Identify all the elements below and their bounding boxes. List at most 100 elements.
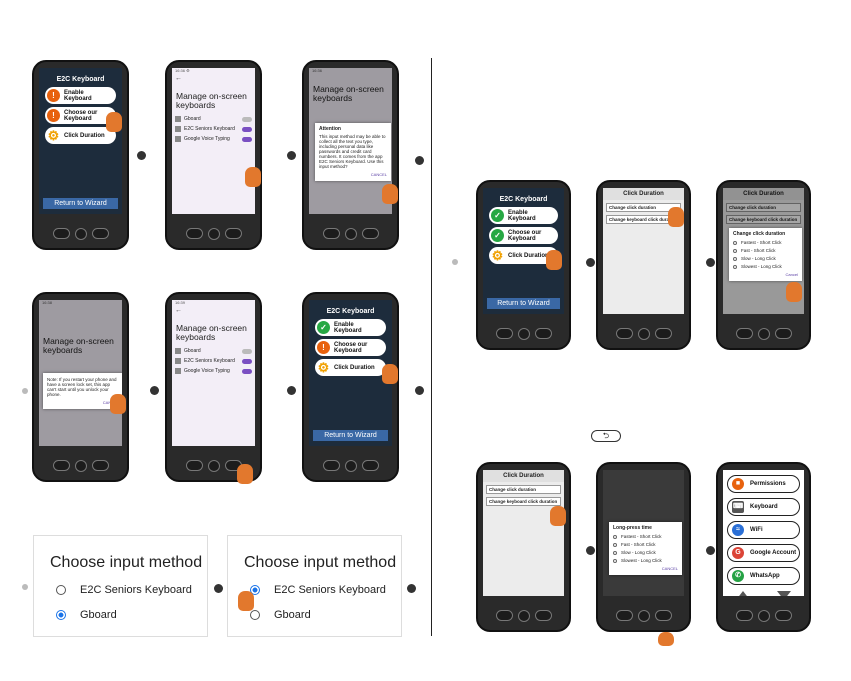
radio[interactable] [250, 585, 260, 595]
home-key[interactable] [344, 460, 357, 472]
home-key[interactable] [344, 228, 357, 240]
back-key[interactable] [654, 610, 672, 621]
back-key[interactable] [654, 328, 672, 339]
recents-key[interactable] [322, 228, 340, 239]
enable-keyboard-button[interactable]: ✓Enable Keyboard [315, 319, 386, 336]
home-key[interactable] [637, 328, 650, 340]
cancel-button[interactable]: CANCEL [661, 566, 678, 571]
back-key[interactable] [774, 328, 792, 339]
choose-keyboard-button[interactable]: ✓Choose our Keyboard [489, 227, 558, 244]
recents-key[interactable] [322, 460, 340, 471]
toggle[interactable] [242, 368, 252, 374]
keyboard-button[interactable]: ⌨Keyboard [727, 498, 800, 516]
home-key[interactable] [74, 460, 87, 472]
recents-key[interactable] [735, 610, 753, 621]
wifi-button[interactable]: ≈WiFi [727, 521, 800, 539]
radio[interactable] [733, 240, 737, 245]
recents-key[interactable] [735, 328, 753, 339]
option-fastest[interactable]: Fastest - Short Click [613, 534, 678, 539]
voice-row[interactable]: Google Voice Typing [175, 368, 252, 374]
radio[interactable] [733, 264, 737, 269]
home-key[interactable] [517, 610, 530, 622]
cancel-button[interactable]: CANCEL [47, 400, 119, 405]
enable-keyboard-button[interactable]: !Enable Keyboard [45, 87, 116, 104]
back-key[interactable] [534, 328, 552, 339]
change-click-duration-item[interactable]: Change click duration [726, 203, 801, 212]
recents-key[interactable] [185, 228, 203, 239]
option-fast[interactable]: Fast - Short Click [613, 542, 678, 547]
choose-keyboard-button[interactable]: !Choose our Keyboard [315, 339, 386, 356]
home-key[interactable] [757, 328, 770, 340]
home-key[interactable] [74, 228, 87, 240]
whatsapp-button[interactable]: ✆WhatsApp [727, 567, 800, 585]
toggle[interactable] [242, 348, 252, 354]
radio[interactable] [613, 550, 617, 555]
cancel-button[interactable]: CANCEL [370, 172, 387, 177]
option-gboard[interactable]: Gboard [250, 609, 311, 621]
home-key[interactable] [757, 610, 770, 622]
back-key[interactable] [224, 228, 242, 239]
change-keyboard-click-duration-item[interactable]: Change keyboard click duration [726, 215, 801, 224]
radio[interactable] [613, 542, 617, 547]
click-duration-button[interactable]: ⚙Click Duration [489, 247, 558, 264]
arrow-up-icon[interactable] [736, 591, 751, 596]
home-key[interactable] [207, 228, 220, 240]
change-keyboard-click-duration-item[interactable]: Change keyboard click duration [486, 497, 561, 506]
option-e2c[interactable]: E2C Seniors Keyboard [56, 584, 192, 596]
recents-key[interactable] [495, 610, 513, 621]
toggle[interactable] [242, 116, 252, 122]
radio[interactable] [613, 534, 617, 539]
gboard-row[interactable]: Gboard [175, 348, 252, 354]
option-slowest[interactable]: Slowest - Long Click [613, 558, 678, 563]
home-key[interactable] [637, 610, 650, 622]
back-arrow-icon[interactable]: ← [175, 307, 182, 314]
permissions-button[interactable]: ■Permissions [727, 475, 800, 493]
change-click-duration-item[interactable]: Change click duration [486, 485, 561, 494]
recents-key[interactable] [615, 328, 633, 339]
recents-key[interactable] [495, 328, 513, 339]
back-key[interactable] [91, 460, 109, 471]
return-to-wizard-button[interactable]: Return to Wizard [313, 430, 388, 441]
recents-key[interactable] [52, 228, 70, 239]
return-to-wizard-button[interactable]: Return to Wizard [43, 198, 118, 209]
back-key[interactable] [774, 610, 792, 621]
recents-key[interactable] [52, 460, 70, 471]
recents-key[interactable] [615, 610, 633, 621]
option-fastest[interactable]: Fastest - Short Click [733, 240, 798, 245]
gboard-row[interactable]: Gboard [175, 116, 252, 122]
back-arrow-icon[interactable]: ← [175, 75, 182, 82]
radio[interactable] [250, 610, 260, 620]
back-key[interactable] [361, 228, 379, 239]
back-key[interactable] [91, 228, 109, 239]
radio[interactable] [733, 248, 737, 253]
option-slow[interactable]: Slow - Long Click [733, 256, 798, 261]
click-duration-button[interactable]: ⚙Click Duration [45, 127, 116, 144]
option-gboard[interactable]: Gboard [56, 609, 117, 621]
radio[interactable] [613, 558, 617, 563]
voice-row[interactable]: Google Voice Typing [175, 136, 252, 142]
arrow-down-icon[interactable] [776, 591, 791, 596]
cancel-button[interactable]: Cancel [785, 272, 798, 277]
toggle[interactable] [242, 136, 252, 142]
recents-key[interactable] [185, 460, 203, 471]
option-slowest[interactable]: Slowest - Long Click [733, 264, 798, 269]
radio[interactable] [56, 610, 66, 620]
radio[interactable] [56, 585, 66, 595]
choose-keyboard-button[interactable]: !Choose our Keyboard [45, 107, 116, 124]
toggle[interactable] [242, 358, 252, 364]
back-key[interactable] [534, 610, 552, 621]
return-to-wizard-button[interactable]: Return to Wizard [487, 298, 560, 309]
option-slow[interactable]: Slow - Long Click [613, 550, 678, 555]
enable-keyboard-button[interactable]: ✓Enable Keyboard [489, 207, 558, 224]
click-duration-button[interactable]: ⚙Click Duration [315, 359, 386, 376]
option-e2c[interactable]: E2C Seniors Keyboard [250, 584, 386, 596]
home-key[interactable] [207, 460, 220, 472]
e2c-row[interactable]: E2C Seniors Keyboard [175, 126, 252, 132]
home-key[interactable] [517, 328, 530, 340]
option-fast[interactable]: Fast - Short Click [733, 248, 798, 253]
radio[interactable] [733, 256, 737, 261]
back-key[interactable] [361, 460, 379, 471]
e2c-row[interactable]: E2C Seniors Keyboard [175, 358, 252, 364]
toggle[interactable] [242, 126, 252, 132]
